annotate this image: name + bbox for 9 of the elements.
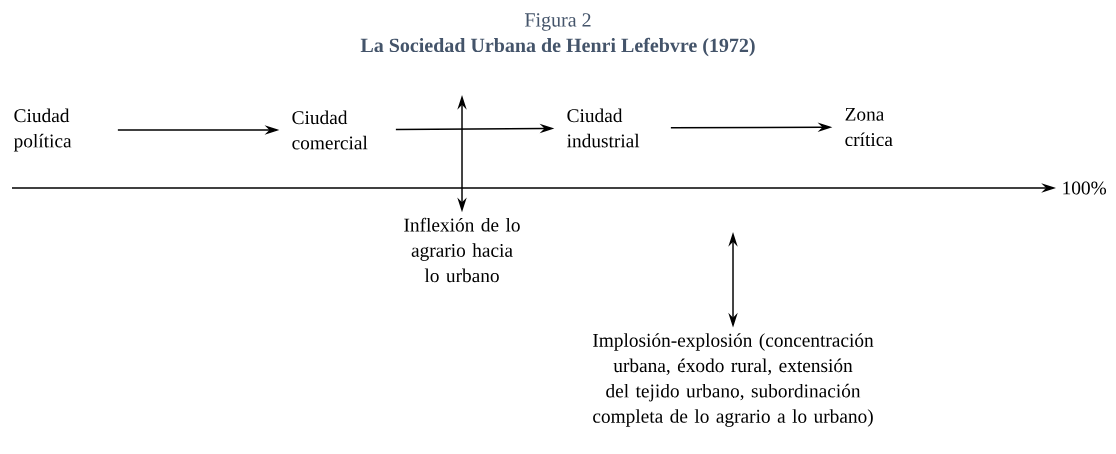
note-label: Inflexión de lo agrario hacia lo urbano — [404, 217, 520, 283]
stage-label: Ciudad comercial — [292, 110, 368, 150]
percent-label: 100% — [1063, 181, 1107, 195]
stage-label: Zona crítica — [845, 107, 893, 147]
figure-title: La Sociedad Urbana de Henri Lefebvre (1972) — [360, 37, 755, 57]
stage-label: Ciudad industrial — [567, 108, 640, 148]
note-label: Implosión-explosión (concentración urbana, éxodo rural, extensión del tejido urbano, subordinación completa de lo agrario a lo urbano) — [593, 333, 874, 427]
stage-label: Ciudad política — [13, 108, 72, 152]
figure-number: Figura 2 — [525, 13, 591, 31]
